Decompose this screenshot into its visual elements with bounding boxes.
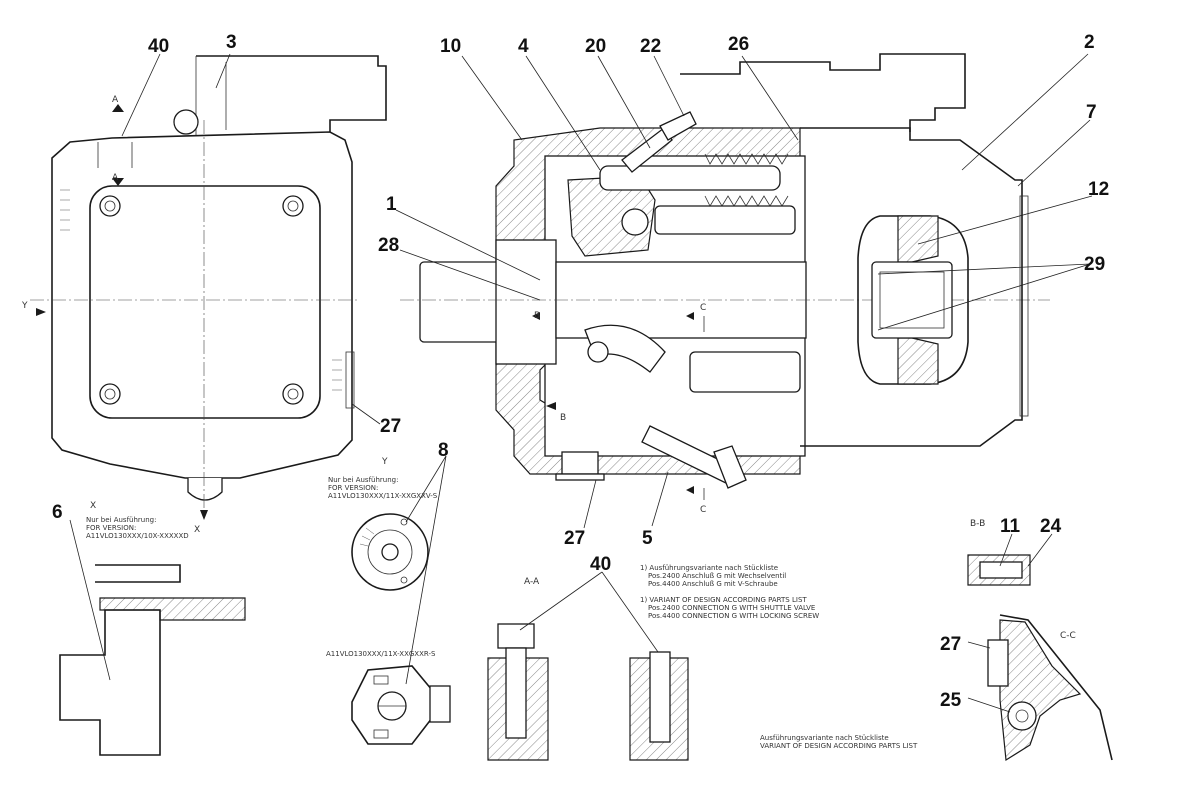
section-bb — [967, 554, 1031, 586]
label-a-bottom: A — [112, 173, 119, 183]
section-cc — [987, 614, 1113, 762]
note-y-line-3: A11VLO130XXX/11X-XXGXXV-S — [328, 492, 438, 500]
callout-12: 12 — [1088, 179, 1109, 200]
y-view — [351, 513, 429, 591]
callout-20: 20 — [585, 36, 606, 57]
callout-10: 10 — [440, 36, 461, 57]
note-x-line-2: FOR VERSION: — [86, 524, 136, 532]
label-b-upper: B — [534, 311, 540, 321]
callout-29: 29 — [1084, 254, 1105, 275]
note-variant-2: Pos.2400 Anschluß G mit Wechselventil — [648, 572, 786, 580]
label-section-cc: C-C — [1060, 631, 1076, 641]
callout-27-mid: 27 — [564, 528, 585, 549]
label-view-y: Y — [381, 457, 388, 467]
note-variant-bottom-1: Ausführungsvariante nach Stückliste — [760, 734, 889, 742]
note-variant-6: Pos.4400 CONNECTION G WITH LOCKING SCREW — [648, 612, 819, 620]
note-variant-bottom-2: VARIANT OF DESIGN ACCORDING PARTS LIST — [760, 742, 918, 750]
note-variant-4: 1) VARIANT OF DESIGN ACCORDING PARTS LIS… — [640, 596, 807, 604]
note-x-line-1: Nur bei Ausführung: — [86, 516, 156, 524]
callout-2: 2 — [1084, 32, 1095, 53]
label-x-bottom: X — [194, 525, 200, 535]
callout-1: 1 — [386, 194, 397, 215]
callout-27-right: 27 — [940, 634, 961, 655]
front-view — [30, 55, 387, 520]
callout-numbers: 40 3 10 4 20 22 26 2 7 12 1 28 29 27 8 6… — [52, 32, 1109, 711]
callout-40-mid: 40 — [590, 554, 611, 575]
section-labels: A A Y X B B C C Y X A-A B-B C-C — [21, 95, 1076, 641]
note-x-line-3: A11VLO130XXX/10X-XXXXXD — [86, 532, 189, 540]
x-view — [59, 564, 246, 756]
callout-28: 28 — [378, 235, 399, 256]
callout-8: 8 — [438, 440, 449, 461]
callout-5: 5 — [642, 528, 653, 549]
callout-27-left: 27 — [380, 416, 401, 437]
callout-22: 22 — [640, 36, 661, 57]
label-a-top: A — [112, 95, 119, 105]
note-r-view: A11VLO130XXX/11X-XXGXXR-S — [326, 650, 436, 658]
label-section-bb: B-B — [970, 519, 985, 529]
note-variant-1: 1) Ausführungsvariante nach Stückliste — [640, 564, 778, 572]
callout-40-top: 40 — [148, 36, 169, 57]
callout-26: 26 — [728, 34, 749, 55]
label-c-upper: C — [700, 303, 706, 313]
callout-4: 4 — [518, 36, 529, 57]
callout-11: 11 — [1000, 516, 1021, 537]
note-y-line-1: Nur bei Ausführung: — [328, 476, 398, 484]
note-variant-3: Pos.4400 Anschluß G mit V-Schraube — [648, 580, 778, 588]
leader-lines — [69, 53, 1093, 713]
label-b-lower: B — [560, 413, 566, 423]
callout-25: 25 — [940, 690, 962, 711]
r-view — [351, 665, 451, 745]
callout-24: 24 — [1040, 516, 1062, 537]
notes: Nur bei Ausführung: FOR VERSION: A11VLO1… — [86, 476, 918, 750]
label-section-aa: A-A — [524, 577, 540, 587]
label-view-x: X — [90, 501, 96, 511]
callout-6: 6 — [52, 502, 63, 523]
label-y-left: Y — [21, 301, 28, 311]
label-c-lower: C — [700, 505, 706, 515]
section-aa — [487, 623, 689, 761]
callout-7: 7 — [1086, 102, 1097, 123]
note-y-line-2: FOR VERSION: — [328, 484, 378, 492]
note-variant-5: Pos.2400 CONNECTION G WITH SHUTTLE VALVE — [648, 604, 815, 612]
section-view — [400, 53, 1050, 500]
callout-3: 3 — [226, 32, 237, 53]
